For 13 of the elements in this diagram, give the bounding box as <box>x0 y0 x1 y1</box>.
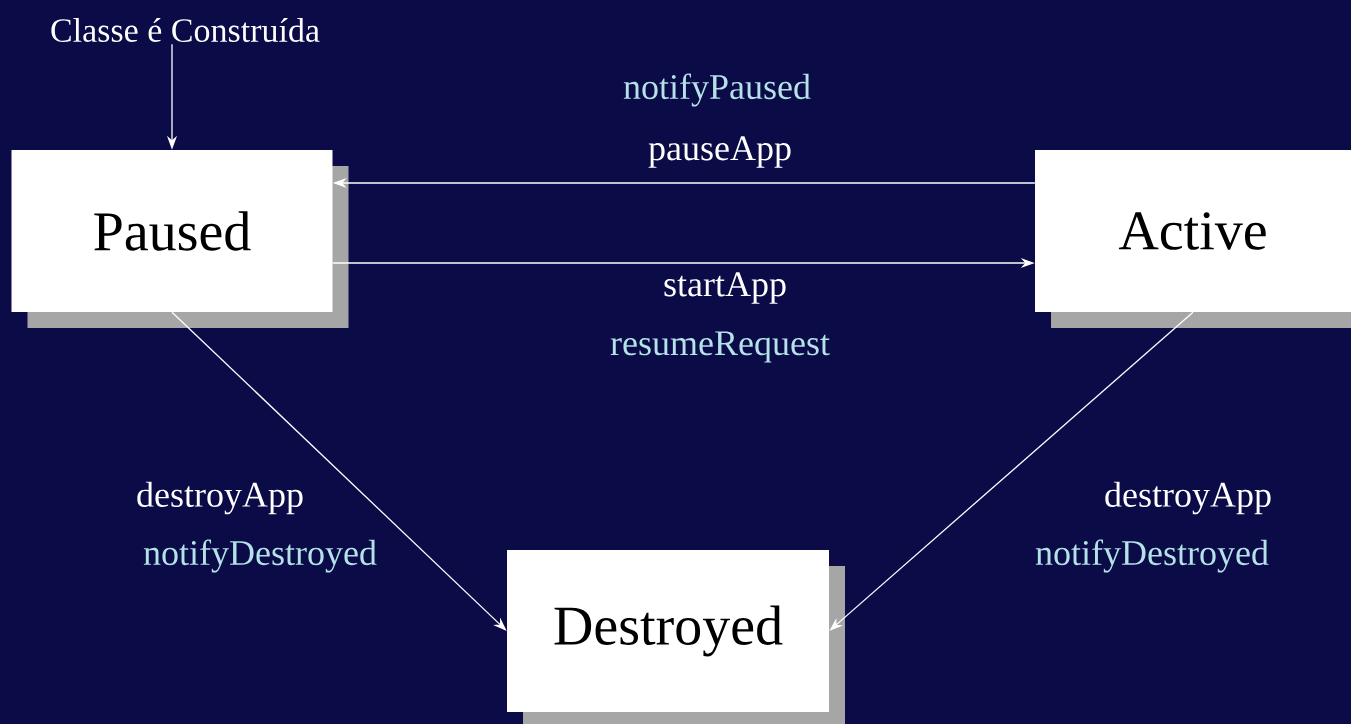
callback-label: notifyDestroyed <box>1035 539 1269 573</box>
callback-label: notifyDestroyed <box>143 539 377 573</box>
edge-label: pauseApp <box>647 135 793 169</box>
callback-label: resumeRequest <box>610 331 830 363</box>
start-label: Classe é Construída <box>51 18 320 42</box>
callback-label: notifyPaused <box>623 73 811 107</box>
arrow <box>171 311 507 631</box>
state-box: Active <box>1035 150 1351 328</box>
edge-label: startApp <box>662 271 788 305</box>
state-box: Destroyed <box>507 550 845 724</box>
edge-label: destroyApp <box>135 480 305 516</box>
state-box: Paused <box>11 150 349 328</box>
edge-label: destroyApp <box>1103 480 1273 516</box>
